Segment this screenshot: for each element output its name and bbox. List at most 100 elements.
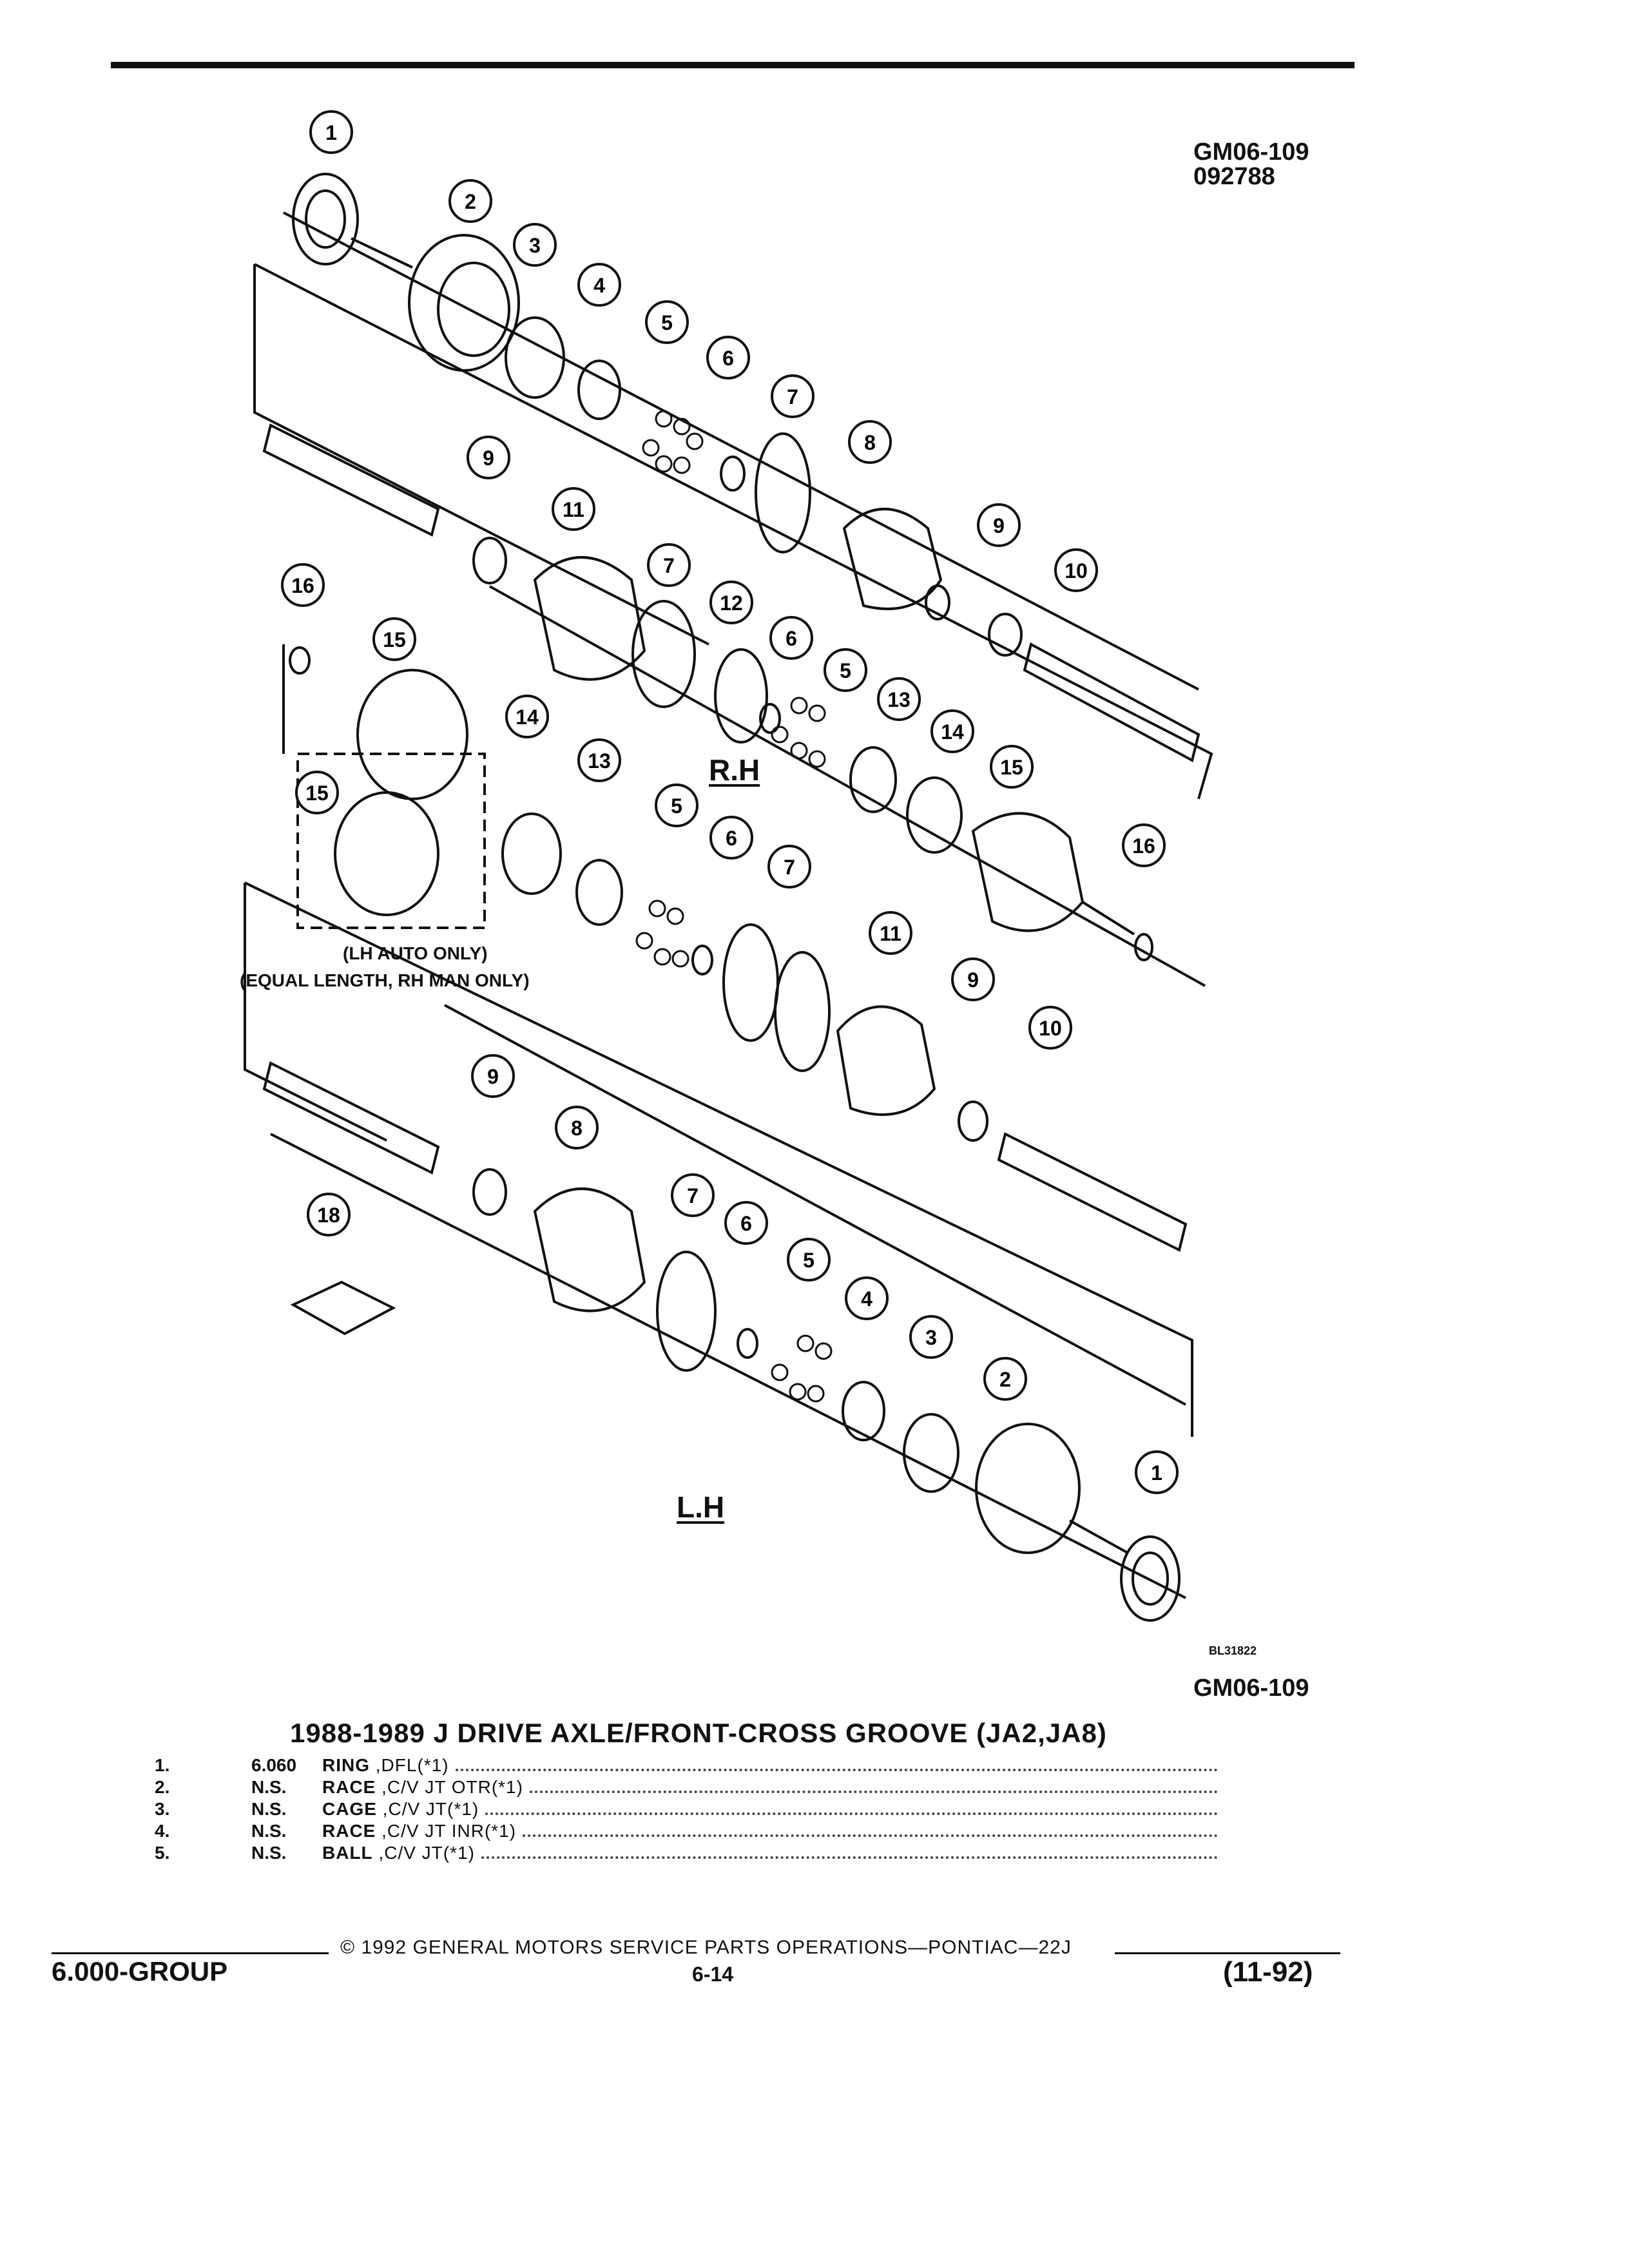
svg-text:9: 9 <box>487 1065 499 1088</box>
callout-16b: 16 <box>1122 823 1166 867</box>
snap-ring-rh-mid <box>759 703 781 734</box>
seal-lh <box>774 951 831 1072</box>
revision-date: (11-92) <box>1223 1956 1313 1988</box>
svg-text:6: 6 <box>786 627 797 650</box>
inner-race-lh-4 <box>842 1381 885 1441</box>
callout-15c: 15 <box>295 771 339 814</box>
ball <box>790 742 808 760</box>
side-label-lh: L.H <box>677 1490 725 1524</box>
halfshaft-lh <box>997 1132 1188 1252</box>
callout-15b: 15 <box>990 745 1034 789</box>
callout-11: 11 <box>552 487 595 531</box>
callout-10b: 10 <box>1028 1006 1072 1050</box>
parts-row: 4. N.S. RACE ,C/V JT INR(*1) <box>155 1821 1218 1843</box>
ring-dfl-lh <box>1120 1535 1181 1622</box>
ball <box>673 418 691 436</box>
lh-frame-top <box>244 881 1193 1437</box>
ball <box>655 410 673 428</box>
ball <box>771 726 789 744</box>
cage-rh <box>505 316 565 399</box>
race-rh-mid <box>971 812 1084 932</box>
callout-6: 6 <box>706 336 750 380</box>
exploded-view-diagram: 1 2 3 4 5 6 7 8 9 11 9 10 16 7 12 6 5 15… <box>244 110 1213 1622</box>
lh-frame-left <box>244 883 387 1142</box>
snap-ring-rh <box>720 456 746 492</box>
ball <box>815 1342 833 1360</box>
parts-row: 3. N.S. CAGE ,C/V JT(*1) <box>155 1799 1218 1821</box>
callout-2: 2 <box>448 179 492 223</box>
lh-axis-lower <box>270 1133 1186 1599</box>
svg-text:8: 8 <box>571 1117 583 1140</box>
callout-7: 7 <box>771 374 815 418</box>
snap-ring-lh-6 <box>737 1328 758 1359</box>
seal-rh <box>714 648 768 744</box>
footer-rule-left <box>52 1952 329 1954</box>
svg-text:3: 3 <box>529 234 541 257</box>
parts-row: 1. 6.060 RING ,DFL(*1) <box>155 1755 1218 1777</box>
rh-axis-lower <box>489 585 1206 987</box>
parts-row: 5. N.S. BALL ,C/V JT(*1) <box>155 1843 1218 1865</box>
outer-race-rh-bore <box>437 262 510 357</box>
outer-race-lh-2 <box>975 1423 1081 1554</box>
svg-text:18: 18 <box>317 1204 340 1227</box>
svg-text:2: 2 <box>999 1368 1011 1391</box>
callout-14b: 14 <box>930 709 974 753</box>
callout-5: 5 <box>645 300 689 344</box>
inner-race-rh <box>577 360 621 420</box>
side-label-rh: R.H <box>709 753 760 787</box>
callout-15: 15 <box>372 617 416 661</box>
ring-dfl-lh-inner <box>1132 1552 1169 1606</box>
clamp-rh-mid <box>631 600 696 708</box>
ball <box>686 432 704 450</box>
ball <box>673 456 691 474</box>
callout-7b: 7 <box>647 543 691 587</box>
shaft-lh-left <box>262 1061 440 1175</box>
svg-text:14: 14 <box>941 720 964 744</box>
ring-lh-16 <box>289 646 311 675</box>
callout-4b: 4 <box>845 1276 889 1320</box>
svg-text:14: 14 <box>516 706 539 729</box>
ball <box>789 1383 807 1401</box>
note-equal-length: (EQUAL LENGTH, RH MAN ONLY) <box>240 970 530 990</box>
svg-text:13: 13 <box>887 688 911 711</box>
boot-rh-neck <box>925 584 950 620</box>
svg-text:16: 16 <box>291 574 314 597</box>
figure-code-top: GM06-109 <box>1193 139 1309 166</box>
svg-text:6: 6 <box>740 1212 752 1235</box>
ring-rh-16 <box>1134 933 1153 961</box>
inset-dashed-box <box>296 753 486 929</box>
svg-text:1: 1 <box>325 121 337 144</box>
rh-stub-shaft <box>351 237 413 269</box>
ball <box>653 948 671 966</box>
svg-text:9: 9 <box>967 968 979 992</box>
svg-text:5: 5 <box>671 794 682 818</box>
svg-text:12: 12 <box>720 591 743 615</box>
svg-text:9: 9 <box>993 514 1005 537</box>
callout-5d: 5 <box>787 1238 831 1282</box>
svg-text:3: 3 <box>925 1326 937 1349</box>
ball <box>655 455 673 473</box>
footer-rule-right <box>1115 1952 1340 1954</box>
figure-date-code: 092788 <box>1193 163 1275 190</box>
svg-text:7: 7 <box>663 554 675 577</box>
ball <box>808 750 826 768</box>
svg-text:5: 5 <box>661 311 673 334</box>
callout-13b: 13 <box>577 738 621 782</box>
copyright: © 1992 GENERAL MOTORS SERVICE PARTS OPER… <box>340 1937 1072 1958</box>
svg-text:15: 15 <box>383 628 406 651</box>
callout-14: 14 <box>505 695 549 738</box>
outer-race-rh <box>408 234 520 372</box>
parts-list: 1. 6.060 RING ,DFL(*1) 2. N.S. RACE ,C/V… <box>155 1755 1218 1865</box>
ball <box>671 950 689 968</box>
snap-ring-lh <box>691 945 713 975</box>
callout-2b: 2 <box>983 1357 1027 1401</box>
lh-axis-upper <box>444 1004 1186 1406</box>
svg-text:10: 10 <box>1039 1017 1062 1040</box>
callout-7c: 7 <box>767 845 811 889</box>
callout-9: 9 <box>467 436 510 479</box>
halfshaft-rh <box>1023 642 1200 762</box>
clamp-lh <box>722 923 779 1042</box>
rh-frame-top <box>254 263 1213 800</box>
clamp-small-rh-left <box>472 537 507 584</box>
svg-text:11: 11 <box>563 498 584 521</box>
